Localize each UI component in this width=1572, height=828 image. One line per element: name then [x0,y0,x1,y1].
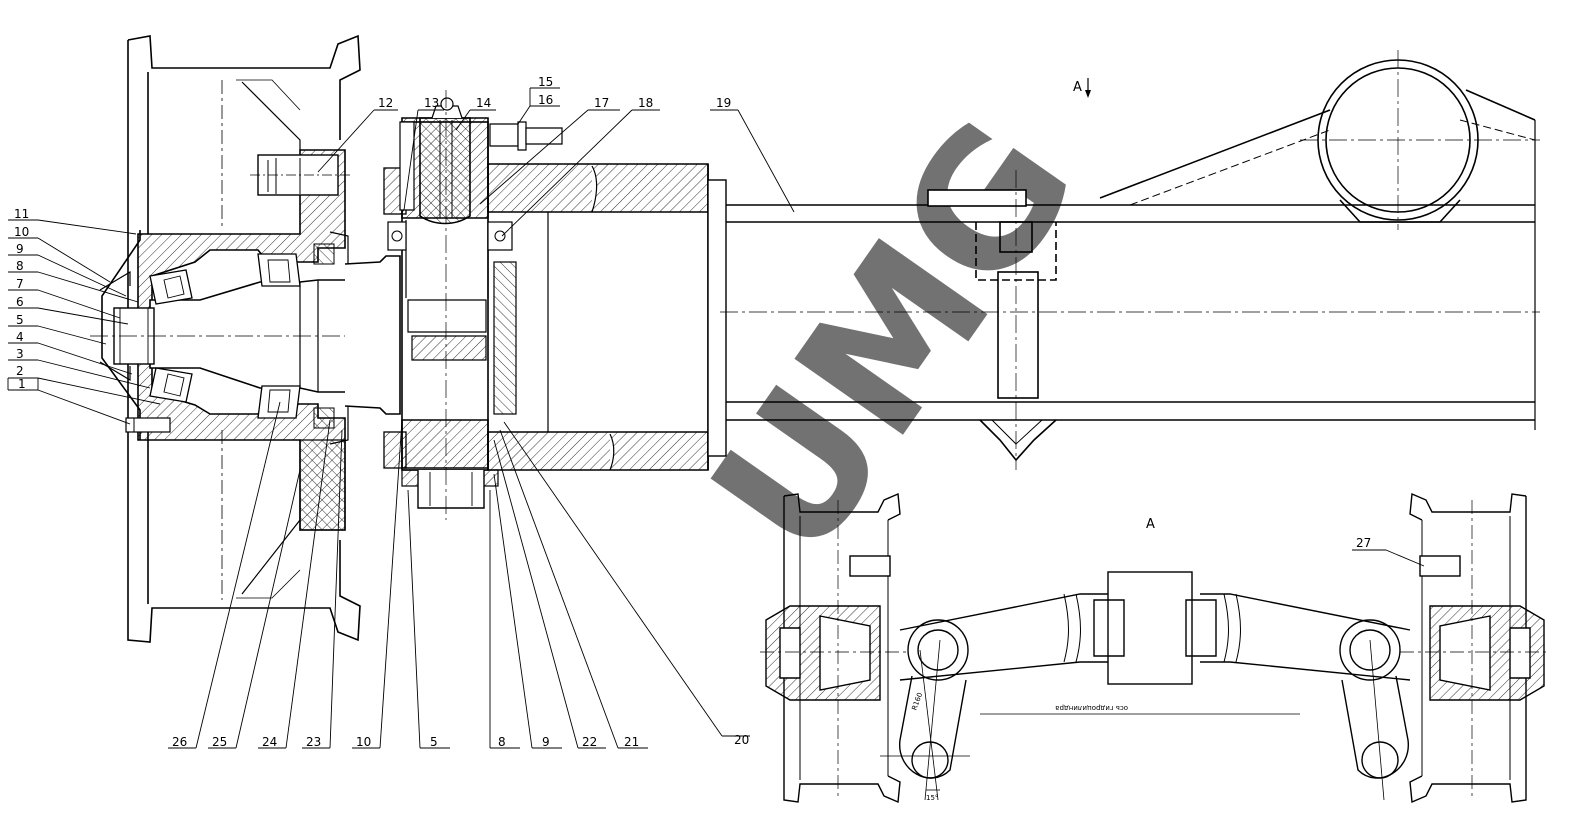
callout-12: 12 [378,96,393,110]
callout-8b: 8 [498,735,506,749]
callout-4: 4 [16,330,24,344]
top-callout-lines [317,87,795,237]
callout-5: 5 [16,313,24,327]
watermark: UMG [673,84,1116,591]
callout-9b: 9 [542,735,550,749]
callout-27 [1352,549,1425,567]
callout-21: 21 [624,735,639,749]
callout-7: 7 [16,277,24,291]
axis-label: ось гидроцилиндра [1055,704,1128,712]
callout-17: 17 [594,96,609,110]
callout-15: 15 [538,75,553,89]
callout-1: 1 [18,377,26,391]
wheel-rim [127,34,361,643]
top-callout-labels: 12 13 14 15 16 17 18 19 [378,75,731,110]
callout-18: 18 [638,96,653,110]
callout-25: 25 [212,735,227,749]
callout-24: 24 [262,735,277,749]
view-a-title: A [1146,517,1155,532]
callout-23: 23 [306,735,321,749]
callout-19: 19 [716,96,731,110]
bottom-callout-labels: 26 25 24 23 10 5 8 9 22 21 20 [172,733,749,749]
hub-assembly [90,149,360,531]
view-arrow-a: A [1073,78,1091,98]
callout-5b: 5 [430,735,438,749]
callout-26: 26 [172,735,187,749]
view-a [760,492,1550,804]
callout-27-label: 27 [1356,536,1371,550]
axle-beam-housing [487,163,727,471]
callout-16: 16 [538,93,553,107]
callout-10: 10 [14,225,29,239]
left-callout-labels: 11 10 9 8 7 6 5 4 3 2 1 [14,207,29,391]
callout-3: 3 [16,347,24,361]
callout-20: 20 [734,733,749,747]
callout-13: 13 [424,96,439,110]
axle-beam [720,50,1540,470]
callout-22: 22 [582,735,597,749]
callout-8: 8 [16,259,24,273]
callout-10b: 10 [356,735,371,749]
knuckle-assembly [344,90,563,520]
view-arrow-label: A [1073,80,1082,95]
callout-6: 6 [16,295,24,309]
callout-14: 14 [476,96,491,110]
callout-11: 11 [14,207,29,221]
angle-label: 15° [926,794,938,802]
bottom-callout-lines [168,401,750,749]
callout-9: 9 [16,242,24,256]
callout-2: 2 [16,364,24,378]
radius-label: R160 [910,692,924,712]
left-callout-lines [7,219,161,425]
